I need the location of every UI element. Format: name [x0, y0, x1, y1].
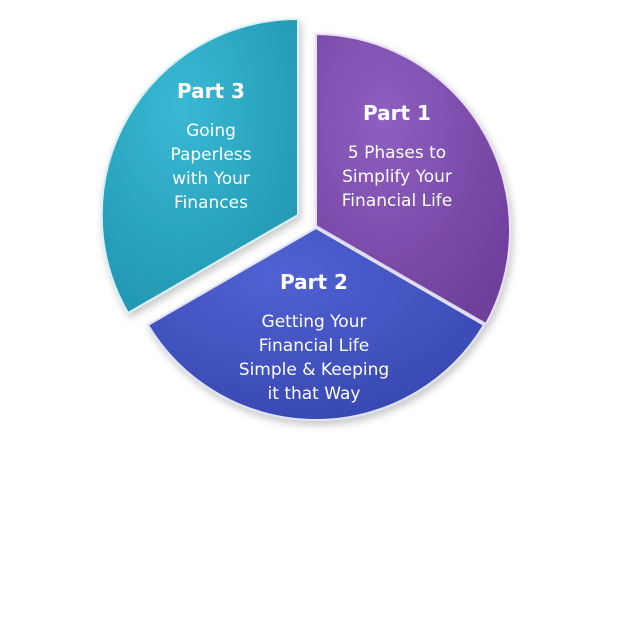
segment-part-3-line-2: Paperless — [170, 145, 251, 165]
segment-part-3-line-1: Going — [186, 121, 236, 141]
segment-part-2-line-3: Simple & Keeping — [239, 360, 389, 380]
segment-part-2-line-1: Getting Your — [262, 312, 367, 332]
segment-part-1: Part 1 5 Phases to Simplify Your Financi… — [315, 32, 511, 326]
segment-part-1-shape — [315, 32, 511, 326]
segment-part-1-line-2: Simplify Your — [342, 167, 452, 187]
segment-part-3-line-4: Finances — [174, 193, 248, 213]
segment-part-3: Part 3 Going Paperless with Your Finance… — [100, 17, 299, 315]
segment-part-2-line-2: Financial Life — [259, 336, 369, 356]
segment-part-1-line-1: 5 Phases to — [348, 143, 446, 163]
segment-part-2-title: Part 2 — [280, 270, 348, 294]
segment-part-1-title: Part 1 — [363, 101, 431, 125]
segment-part-3-shape — [100, 17, 299, 315]
segment-part-2-shape — [146, 226, 486, 421]
segment-part-2: Part 2 Getting Your Financial Life Simpl… — [146, 226, 486, 421]
segment-part-2-line-4: it that Way — [268, 384, 361, 404]
segment-part-1-line-3: Financial Life — [342, 191, 452, 211]
segment-part-3-line-3: with Your — [172, 169, 250, 189]
segment-part-3-title: Part 3 — [177, 79, 245, 103]
